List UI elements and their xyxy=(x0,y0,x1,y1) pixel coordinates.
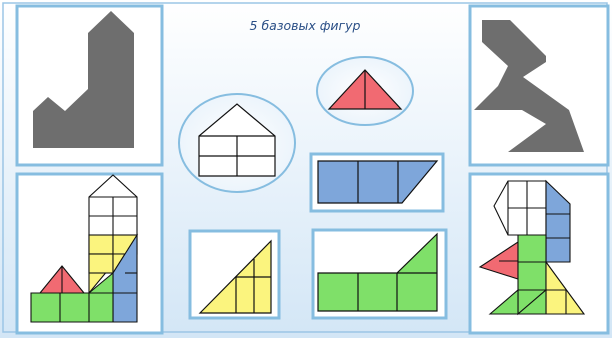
assembled-left-figure xyxy=(30,174,139,323)
piece-white-house xyxy=(198,103,276,177)
silhouette-right xyxy=(474,20,584,152)
title-text: 5 базовых фигур xyxy=(250,18,361,33)
slide-frame xyxy=(2,2,608,333)
silhouette-left xyxy=(33,11,134,148)
piece-red-triangle xyxy=(327,69,403,110)
piece-yellow-triangle xyxy=(198,239,272,314)
assembled-right-figure xyxy=(478,179,586,316)
piece-green-l xyxy=(317,232,438,312)
piece-blue-bar xyxy=(317,160,439,204)
